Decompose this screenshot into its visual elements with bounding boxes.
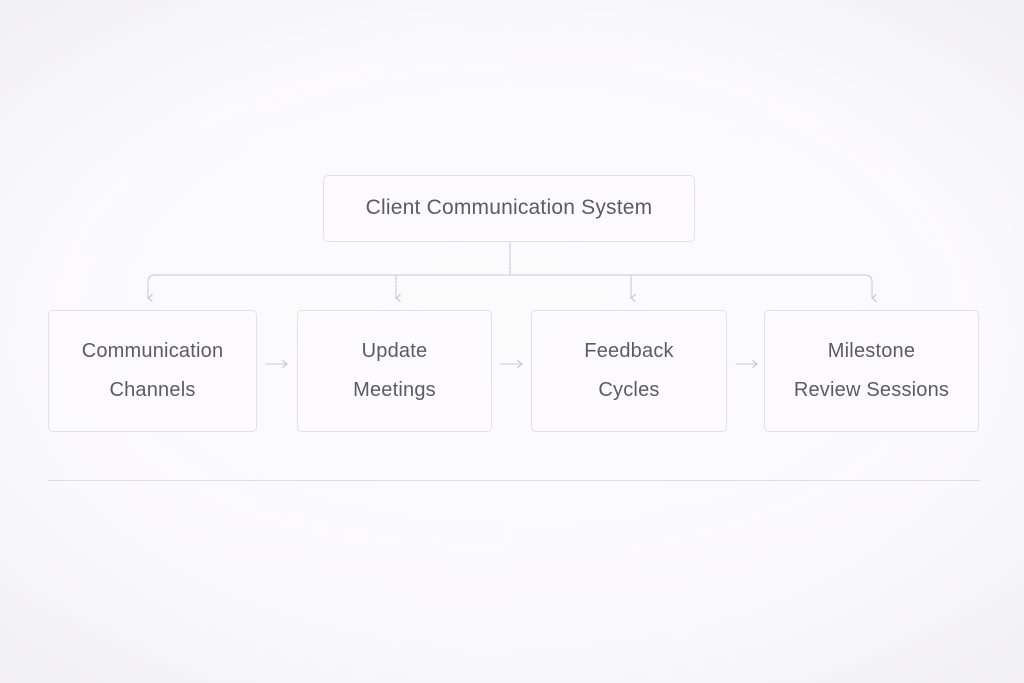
section-divider: [48, 480, 980, 481]
node-milestone-review-sessions[interactable]: Milestone Review Sessions: [764, 310, 979, 432]
node-label-line2: Cycles: [598, 379, 660, 401]
node-label-line1: Update: [361, 340, 428, 362]
node-root-label: Client Communication System: [365, 196, 653, 220]
node-root[interactable]: Client Communication System: [323, 175, 695, 242]
node-feedback-cycles[interactable]: Feedback Cycles: [531, 310, 727, 432]
node-label-line2: Review Sessions: [793, 379, 950, 401]
connector-root-to-child-1: [147, 274, 156, 302]
connector-root-to-child-4: [864, 274, 877, 302]
node-update-meetings[interactable]: Update Meetings: [297, 310, 492, 432]
node-label-line1: Feedback: [584, 340, 674, 362]
node-communication-channels[interactable]: Communication Channels: [48, 310, 257, 432]
node-label-line2: Channels: [109, 379, 196, 401]
node-label-line1: Communication: [81, 340, 224, 362]
node-label-line1: Milestone: [827, 340, 916, 362]
node-label-line2: Meetings: [353, 379, 436, 401]
